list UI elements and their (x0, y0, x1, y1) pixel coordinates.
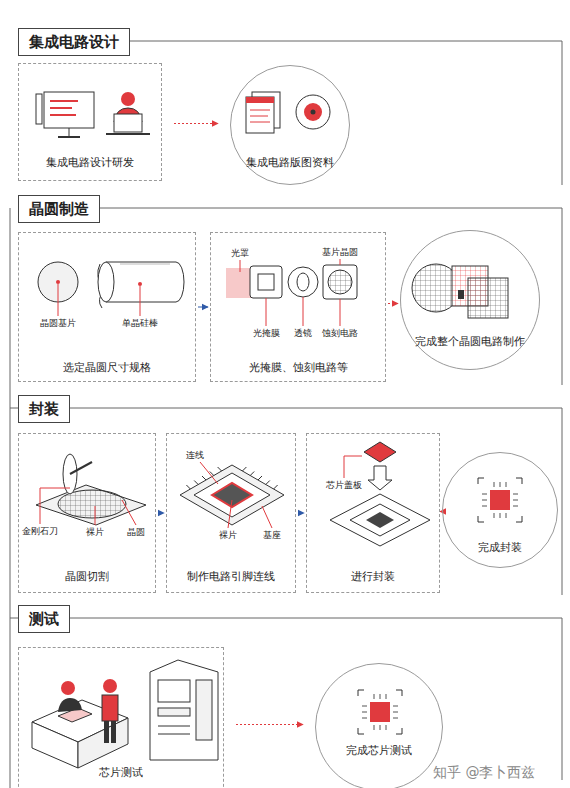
result-circle: 完成芯片测试 (315, 663, 443, 788)
chip-icon (358, 478, 522, 734)
layout-data-icon (246, 92, 330, 133)
section-header: 集成电路设计 (18, 28, 130, 56)
part-label: 基座 (262, 530, 282, 541)
step-caption: 集成电路版图资料 (237, 156, 343, 169)
step-caption: 进行封装 (309, 570, 437, 583)
section-title: 集成电路设计 (29, 33, 119, 51)
section-header: 测试 (18, 605, 70, 633)
part-label: 晶圆 (126, 527, 146, 538)
wafer-ingot-icon (38, 262, 184, 316)
section-bracket (10, 41, 562, 788)
part-label: 裸片 (218, 530, 238, 541)
result-circle: 完成封装 (442, 452, 558, 568)
packaging-icon (330, 442, 430, 546)
part-label: 光掩膜 (252, 328, 281, 339)
step-caption: 完成芯片测试 (322, 744, 436, 757)
step-caption: 选定晶圆尺寸规格 (21, 361, 193, 374)
part-label: 晶圆基片 (39, 318, 77, 329)
flow-arrow (298, 512, 304, 513)
section-header: 晶圆制造 (18, 195, 100, 223)
step-box: 集成电路设计研发 (18, 63, 162, 181)
flow-arrow (388, 303, 398, 304)
wire-bonding-icon (180, 462, 284, 528)
part-label: 金刚石刀 (21, 526, 59, 537)
part-label: 芯片盖板 (325, 480, 363, 491)
step-caption: 光掩膜、蚀刻电路等 (213, 361, 383, 374)
step-box: 进行封装 (306, 433, 440, 593)
section-title: 晶圆制造 (29, 200, 89, 218)
result-circle: 集成电路版图资料 (230, 65, 350, 185)
design-icon (36, 92, 150, 137)
part-label: 蚀刻电路 (321, 328, 359, 339)
part-label: 光罩 (230, 248, 250, 259)
step-box: 选定晶圆尺寸规格 (18, 232, 196, 382)
wafer-cutting-icon (36, 454, 146, 525)
step-box: 晶圆切割 (18, 433, 156, 593)
section-title: 测试 (29, 610, 59, 628)
part-label: 连线 (185, 450, 205, 461)
step-caption: 完成封装 (449, 541, 551, 554)
part-label: 基片晶圆 (321, 247, 359, 258)
flow-arrow (158, 512, 164, 513)
result-circle: 完成整个晶圆电路制作 (400, 230, 540, 370)
flow-arrow (236, 724, 303, 725)
watermark: 知乎 @李卜西兹 (432, 764, 536, 780)
finished-wafer-icon (412, 264, 508, 318)
photolithography-icon (226, 259, 357, 326)
step-caption: 集成电路设计研发 (21, 156, 159, 169)
section-title: 封装 (29, 400, 59, 418)
testing-icon (32, 660, 218, 768)
part-label: 裸片 (85, 527, 105, 538)
flow-arrow (174, 123, 218, 124)
section-header: 封装 (18, 395, 70, 423)
part-label: 单晶硅棒 (121, 318, 159, 329)
step-box: 芯片测试 (18, 647, 224, 788)
flow-arrow (198, 306, 208, 307)
step-caption: 完成整个晶圆电路制作 (407, 335, 533, 348)
step-caption: 制作电路引脚连线 (169, 570, 293, 583)
part-label: 透镜 (293, 328, 313, 339)
step-caption: 芯片测试 (21, 766, 221, 779)
step-caption: 晶圆切割 (21, 570, 153, 583)
